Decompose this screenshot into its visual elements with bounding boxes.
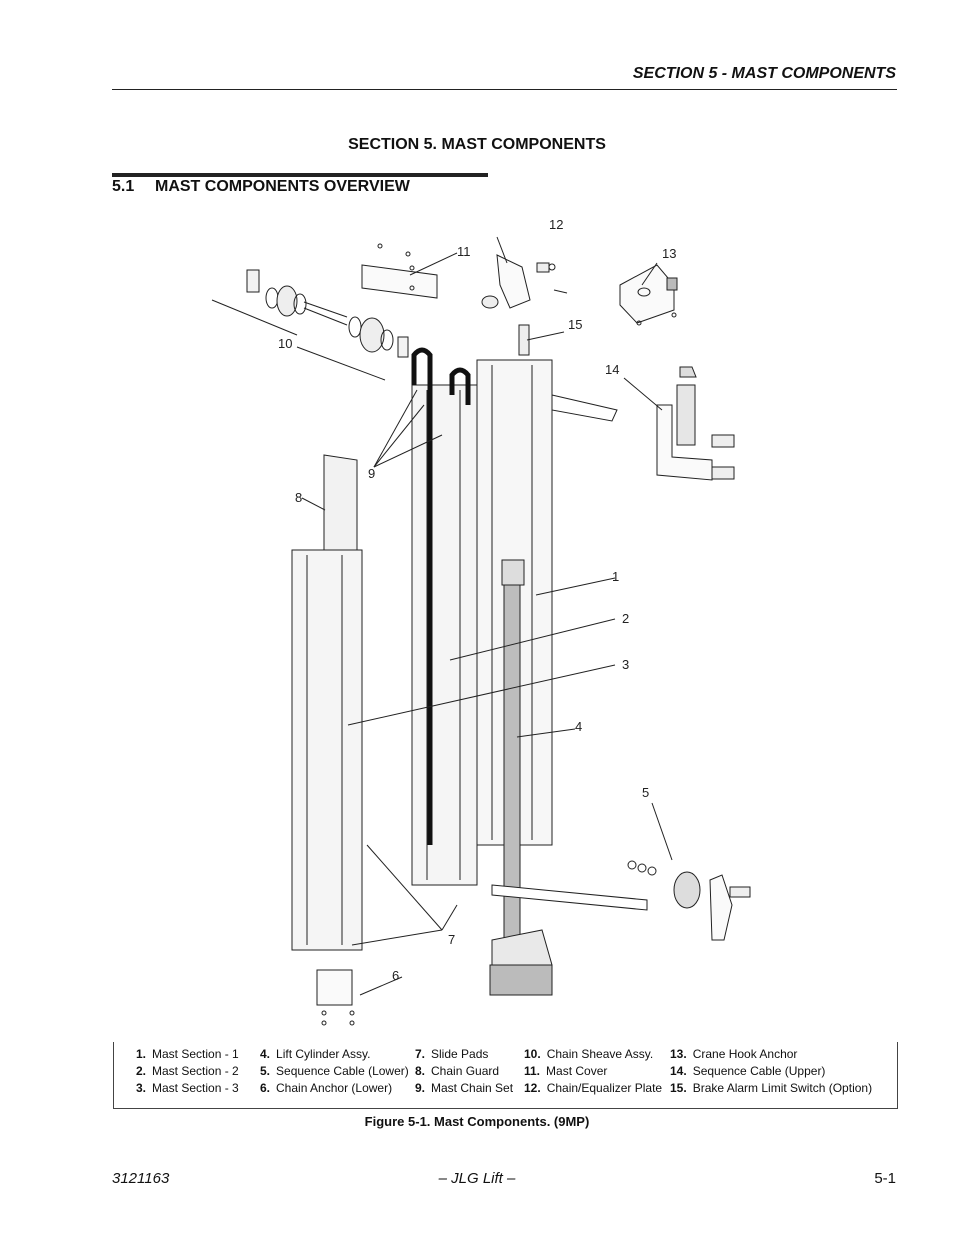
callout-8: 8 [295,490,302,505]
legend-column: 7.Slide Pads 8.Chain Guard 9.Mast Chain … [415,1046,513,1097]
legend-column: 4.Lift Cylinder Assy. 5.Sequence Cable (… [260,1046,409,1097]
section-title: SECTION 5. MAST COMPONENTS [348,136,606,153]
callout-9: 9 [368,466,375,481]
chain-sheave-part [246,269,409,358]
callout-12: 12 [549,217,563,232]
mast-section-3-part [291,549,363,951]
subsection-number: 5.1 [112,178,135,195]
callout-6: 6 [392,968,399,983]
running-header: SECTION 5 - MAST COMPONENTS [632,65,896,82]
legend-column: 13.Crane Hook Anchor 14.Sequence Cable (… [670,1046,872,1097]
figure-legend: 1.Mast Section - 1 2.Mast Section - 2 3.… [113,1042,898,1109]
mast-cover-part [361,264,438,299]
callout-11: 11 [457,244,471,259]
legend-item: 12.Chain/Equalizer Plate [524,1081,663,1095]
legend-item: 15.Brake Alarm Limit Switch (Option) [670,1081,873,1095]
footer-doc-number: 3121163 [112,1170,170,1187]
legend-item: 6.Chain Anchor (Lower) [260,1081,393,1095]
callout-3: 3 [622,657,629,672]
callout-5: 5 [642,785,649,800]
subsection-heading: 5.1 MAST COMPONENTS OVERVIEW [112,178,410,196]
chain-guard-part [323,454,358,566]
exploded-view-drawing: 1 2 3 4 5 6 7 8 9 10 11 12 13 14 15 [211,217,751,1026]
legend-item: 13.Crane Hook Anchor [670,1047,798,1061]
sequence-cable-lower-part [627,860,751,941]
chain-anchor-part [316,969,353,1006]
lift-cylinder-part [489,559,553,996]
header-rule [112,89,897,90]
callout-10: 10 [278,336,292,351]
equalizer-plate-part [481,254,568,309]
legend-column: 1.Mast Section - 1 2.Mast Section - 2 3.… [136,1046,239,1097]
legend-item: 1.Mast Section - 1 [136,1047,239,1061]
legend-item: 2.Mast Section - 2 [136,1064,239,1078]
subsection-title: MAST COMPONENTS OVERVIEW [155,178,410,195]
legend-item: 10.Chain Sheave Assy. [524,1047,654,1061]
callout-15: 15 [568,317,582,332]
footer-brand: – JLG Lift – [438,1170,516,1187]
mast-section-2-part [411,384,478,886]
mast-components-figure: 1 2 3 4 5 6 7 8 9 10 11 12 13 14 15 [112,205,897,1035]
callout-13: 13 [662,246,676,261]
sequence-cable-upper-part [656,366,735,481]
legend-item: 4.Lift Cylinder Assy. [260,1047,371,1061]
crane-hook-anchor-part [619,264,678,326]
callout-2: 2 [622,611,629,626]
legend-column: 10.Chain Sheave Assy. 11.Mast Cover 12.C… [524,1046,662,1097]
figure-caption: Figure 5-1. Mast Components. (9MP) [364,1114,590,1129]
legend-item: 3.Mast Section - 3 [136,1081,239,1095]
legend-item: 11.Mast Cover [524,1064,608,1078]
subsection-rule [112,173,488,177]
mast-chain-set-part [411,347,471,845]
callout-14: 14 [605,362,619,377]
callout-7: 7 [448,932,455,947]
legend-item: 5.Sequence Cable (Lower) [260,1064,409,1078]
footer-page-number: 5-1 [874,1170,896,1187]
legend-item: 7.Slide Pads [415,1047,489,1061]
legend-item: 9.Mast Chain Set [415,1081,514,1095]
callout-1: 1 [612,569,619,584]
legend-item: 14.Sequence Cable (Upper) [670,1064,826,1078]
legend-item: 8.Chain Guard [415,1064,500,1078]
callout-4: 4 [575,719,582,734]
